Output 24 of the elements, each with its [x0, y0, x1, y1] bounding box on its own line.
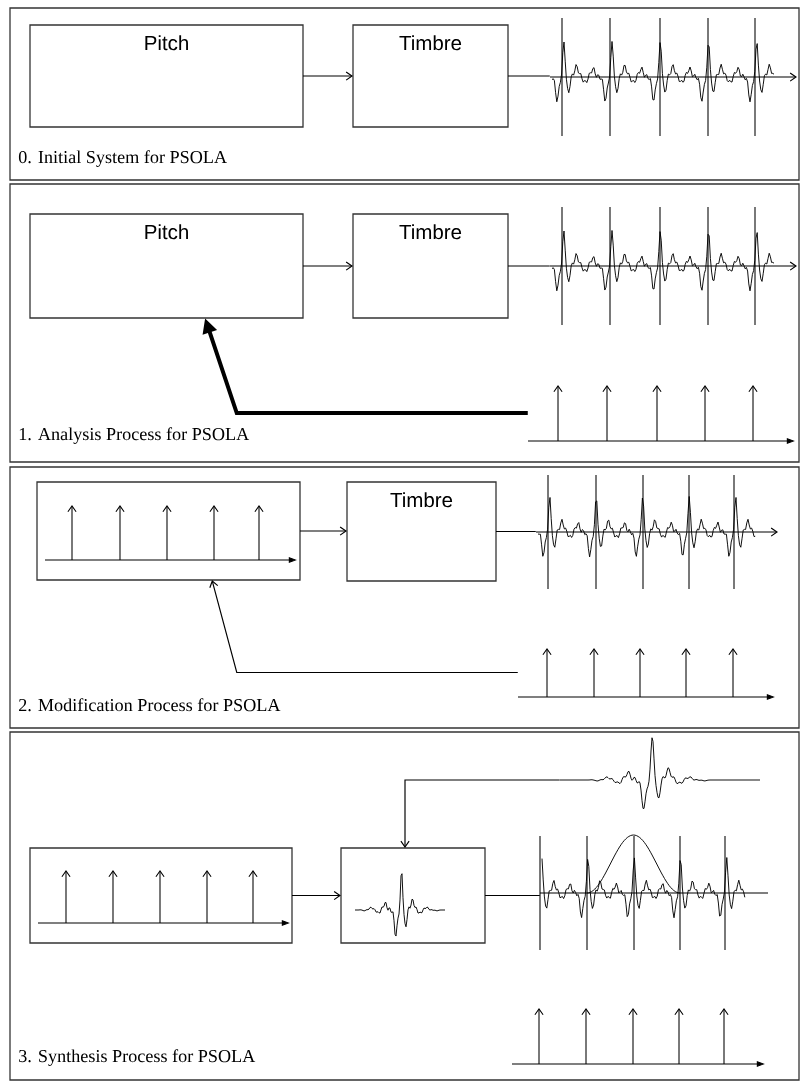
- connector-line: [507, 75, 551, 77]
- wavelet-box: [340, 847, 486, 944]
- arrow: [302, 261, 353, 271]
- process-box: Timbre: [346, 481, 497, 582]
- connector-line: [484, 894, 541, 897]
- arrow: [209, 580, 519, 674]
- arrow: [302, 71, 353, 81]
- process-box: Pitch: [29, 24, 304, 128]
- pulse-train-box: [29, 847, 293, 944]
- arrow: [291, 890, 341, 901]
- connector-line: [495, 530, 537, 533]
- arrow: [400, 779, 561, 848]
- waveform-drawing: [535, 474, 778, 590]
- waveform-drawing: [539, 834, 769, 951]
- waveform-drawing: [549, 206, 797, 326]
- process-box: Timbre: [352, 213, 509, 319]
- connector-line: [507, 265, 551, 267]
- process-box: Pitch: [29, 213, 304, 319]
- waveform-drawing: [549, 17, 797, 137]
- process-box: Timbre: [352, 24, 509, 128]
- pulse-train-box: [36, 481, 301, 581]
- panel: 3. Synthesis Process for PSOLA: [9, 731, 800, 1081]
- arrow: [299, 526, 347, 536]
- wavelet-drawing: [559, 737, 761, 809]
